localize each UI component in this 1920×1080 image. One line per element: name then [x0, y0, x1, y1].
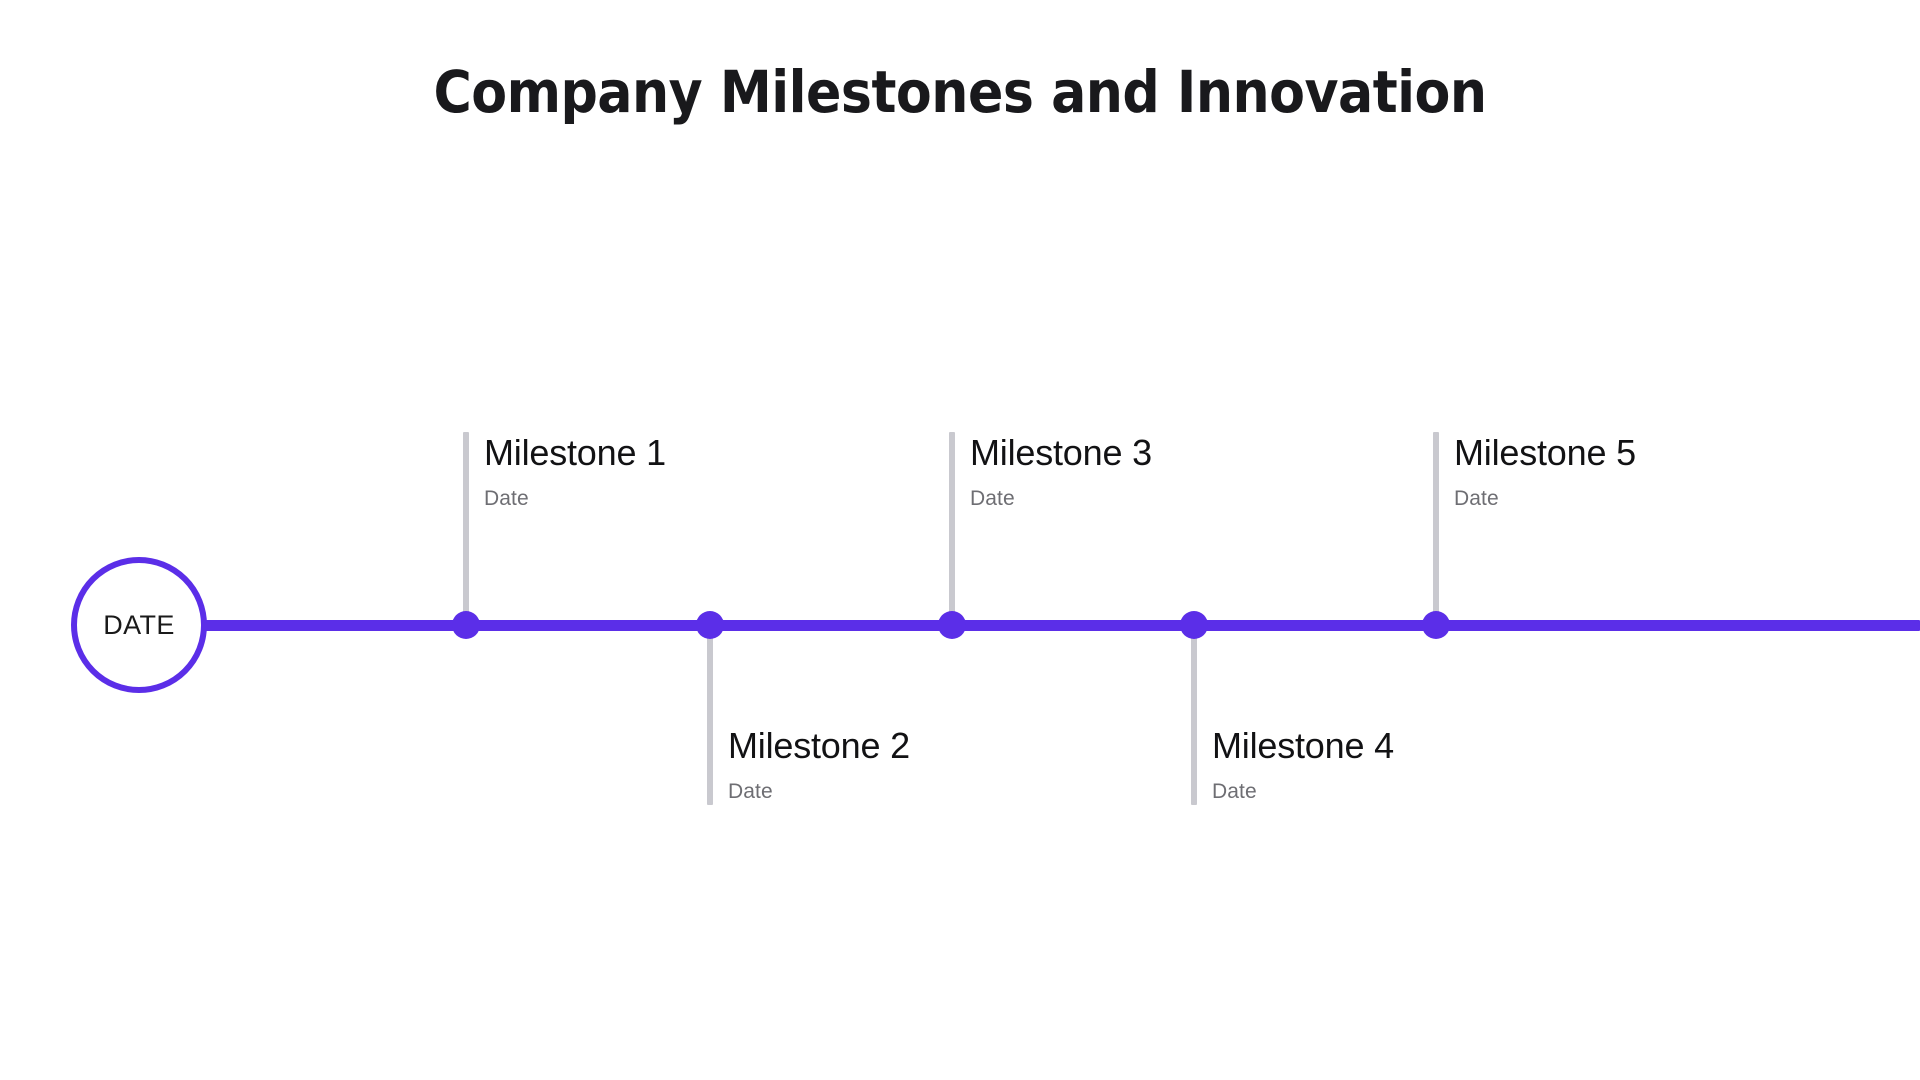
milestone-date: Date: [970, 487, 1015, 511]
milestone-date: Date: [1212, 780, 1257, 804]
milestone-connector-icon: [463, 432, 469, 627]
milestone-dot-icon[interactable]: [452, 611, 480, 639]
page-title: Company Milestones and Innovation: [433, 58, 1487, 126]
milestone-connector-icon: [707, 625, 713, 805]
milestone-dot-icon[interactable]: [696, 611, 724, 639]
milestone-dot-icon[interactable]: [1180, 611, 1208, 639]
milestone-dot-icon[interactable]: [938, 611, 966, 639]
milestone-label-block: Milestone 4 Date: [1212, 725, 1632, 805]
milestone-label-block: Milestone 5 Date: [1454, 432, 1874, 512]
milestone-date: Date: [1454, 487, 1499, 511]
milestone-dot-icon[interactable]: [1422, 611, 1450, 639]
milestone-title: Milestone 3: [970, 432, 1152, 473]
milestone-title: Milestone 4: [1212, 725, 1394, 766]
milestone-title: Milestone 5: [1454, 432, 1636, 473]
milestone-label-block: Milestone 3 Date: [970, 432, 1390, 512]
start-node-label: DATE: [103, 609, 175, 640]
milestone-title: Milestone 1: [484, 432, 666, 473]
timeline-start-node[interactable]: DATE: [71, 557, 207, 693]
milestone-connector-icon: [949, 432, 955, 627]
milestone-connector-icon: [1191, 625, 1197, 805]
milestone-connector-icon: [1433, 432, 1439, 627]
milestone-date: Date: [484, 487, 529, 511]
timeline-axis: [148, 620, 1920, 631]
milestone-label-block: Milestone 1 Date: [484, 432, 904, 512]
milestone-label-block: Milestone 2 Date: [728, 725, 1148, 805]
milestone-date: Date: [728, 780, 773, 804]
milestone-title: Milestone 2: [728, 725, 910, 766]
